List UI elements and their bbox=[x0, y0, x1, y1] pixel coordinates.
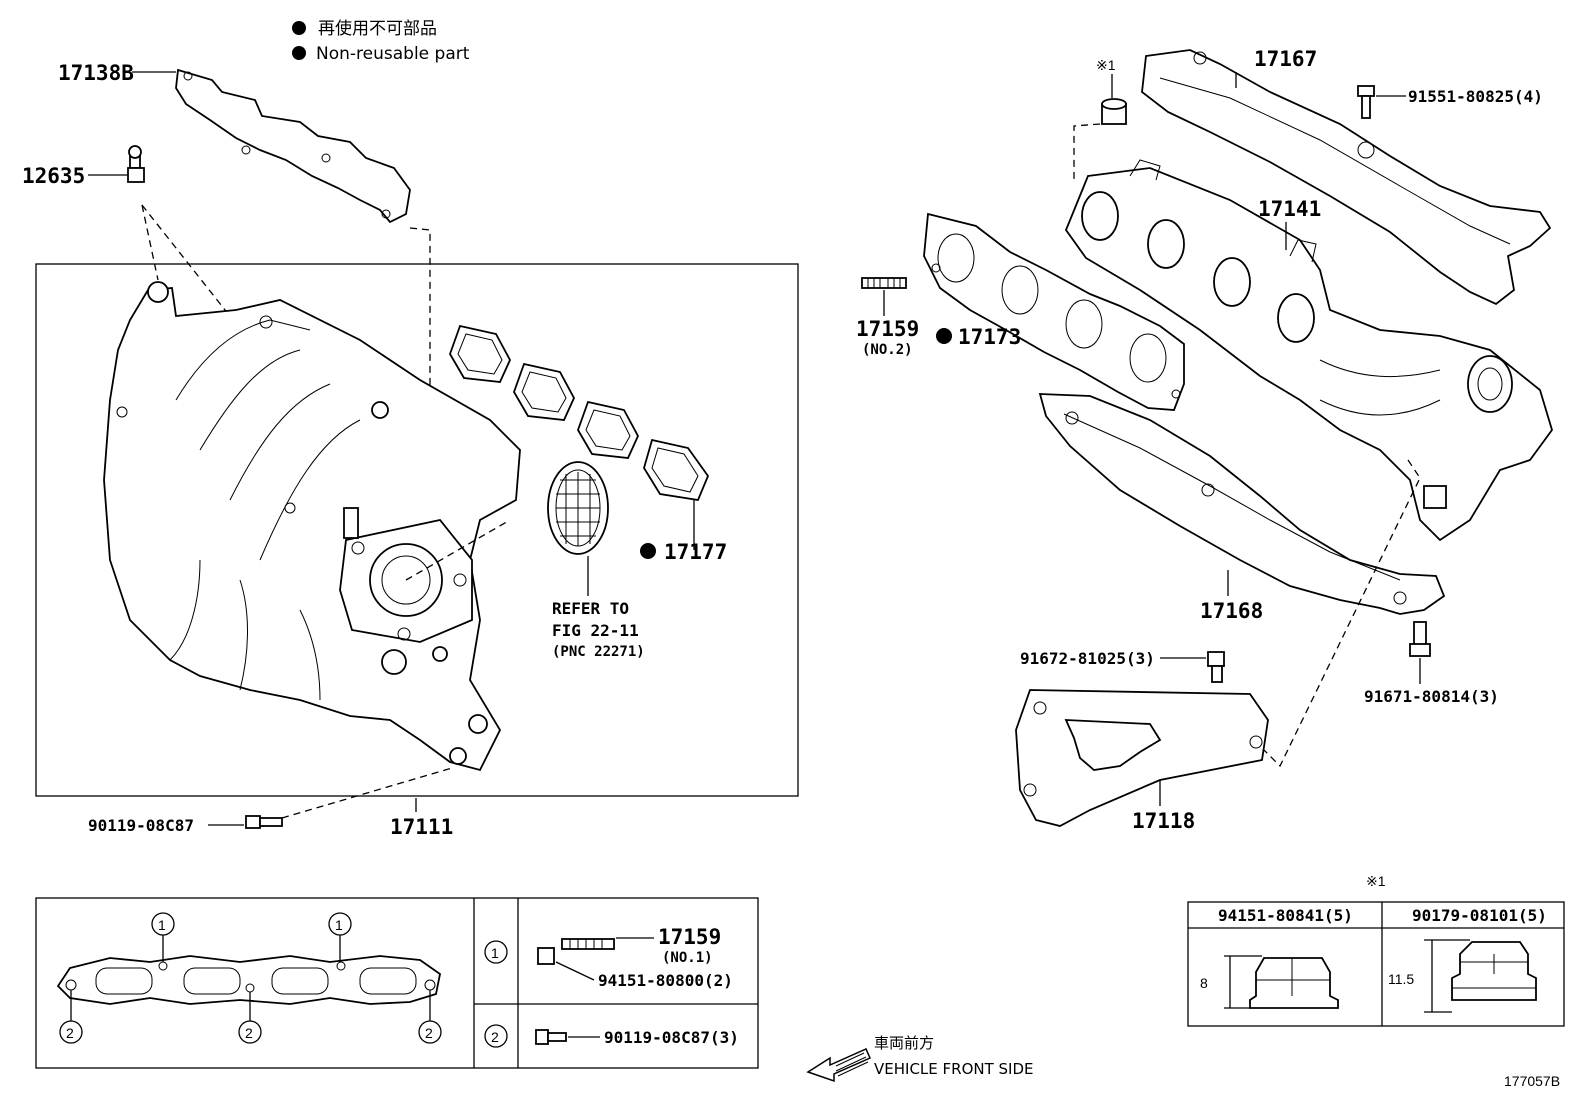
label-17177: 17177 bbox=[664, 540, 727, 564]
row1-part: 17159 bbox=[658, 925, 721, 949]
label-17138B: 17138B bbox=[58, 61, 134, 85]
label-91671-80814: 91671-80814(3) bbox=[1364, 687, 1499, 706]
label-17118: 17118 bbox=[1132, 809, 1195, 833]
intake-manifold-17111 bbox=[103, 281, 521, 772]
mark-1-table: ※1 bbox=[1366, 873, 1386, 889]
label-91672-81025: 91672-81025(3) bbox=[1020, 649, 1155, 668]
front-en: VEHICLE FRONT SIDE bbox=[874, 1060, 1034, 1078]
row2-circle: 2 bbox=[491, 1029, 499, 1045]
label-17159-no2: 17159 bbox=[856, 317, 919, 341]
refer-line3: (PNC 22271) bbox=[552, 644, 645, 660]
throttle-gasket-ring bbox=[547, 461, 609, 555]
nut-col1: 94151-80841(5) bbox=[1218, 906, 1353, 925]
gasket-17173 bbox=[923, 212, 1185, 411]
row1-nut: 94151-80800(2) bbox=[598, 971, 733, 990]
bolt-91551-80825 bbox=[1357, 85, 1375, 119]
bracket-17138B bbox=[175, 68, 411, 224]
vehicle-front-indicator: 車両前方 VEHICLE FRONT SIDE bbox=[806, 1034, 1034, 1083]
bolt-90119-08C87 bbox=[245, 815, 283, 829]
label-no2: (NO.2) bbox=[862, 342, 913, 358]
row1-note: (NO.1) bbox=[662, 950, 713, 966]
label-12635: 12635 bbox=[22, 164, 85, 188]
row1-circle: 1 bbox=[491, 945, 499, 961]
stud-location-table: 1 1 2 2 2 1 17159 (NO.1) 94151-80800(2) … bbox=[35, 897, 759, 1069]
label-91551-80825: 91551-80825(4) bbox=[1408, 87, 1543, 106]
nut-col2: 90179-08101(5) bbox=[1412, 906, 1547, 925]
nut-mark1 bbox=[1101, 98, 1127, 125]
circle-2-c: 2 bbox=[425, 1025, 433, 1041]
nut1-height: 8 bbox=[1200, 975, 1208, 991]
stud-12635 bbox=[127, 145, 145, 183]
legend-jp: 再使用不可部品 bbox=[318, 18, 437, 39]
row2-bolt: 90119-08C87(3) bbox=[604, 1028, 739, 1047]
heat-insulator-17168 bbox=[1038, 393, 1446, 615]
label-17111: 17111 bbox=[390, 815, 453, 839]
legend-en: Non-reusable part bbox=[316, 44, 470, 64]
circle-1-a: 1 bbox=[158, 917, 166, 933]
refer-line1: REFER TO bbox=[552, 599, 629, 618]
refer-line2: FIG 22-11 bbox=[552, 621, 639, 640]
front-jp: 車両前方 bbox=[874, 1034, 934, 1052]
figure-id: 177057B bbox=[1504, 1073, 1560, 1089]
label-17173: 17173 bbox=[958, 325, 1021, 349]
nut-dimension-table: ※1 94151-80841(5) 90179-08101(5) 8 11.5 bbox=[1187, 873, 1565, 1027]
circle-2-a: 2 bbox=[66, 1025, 74, 1041]
label-17168: 17168 bbox=[1200, 599, 1263, 623]
bracket-17118 bbox=[1015, 689, 1269, 827]
label-17167: 17167 bbox=[1254, 47, 1317, 71]
gasket-17177 bbox=[449, 324, 710, 501]
label-17141: 17141 bbox=[1258, 197, 1321, 221]
circle-2-b: 2 bbox=[245, 1025, 253, 1041]
legend: 再使用不可部品 Non-reusable part bbox=[292, 18, 470, 64]
bolt-91671-80814 bbox=[1409, 621, 1431, 657]
heat-insulator-17167 bbox=[1141, 49, 1552, 306]
mark-1-top: ※1 bbox=[1096, 57, 1116, 73]
exhaust-manifold-17141 bbox=[1064, 159, 1553, 542]
intake-manifold-frame bbox=[35, 263, 799, 797]
bolt-91672-81025 bbox=[1207, 651, 1225, 683]
label-90119-08C87: 90119-08C87 bbox=[88, 816, 194, 835]
nut2-height: 11.5 bbox=[1388, 971, 1414, 987]
circle-1-b: 1 bbox=[335, 917, 343, 933]
stud-17159-no2 bbox=[861, 277, 907, 289]
